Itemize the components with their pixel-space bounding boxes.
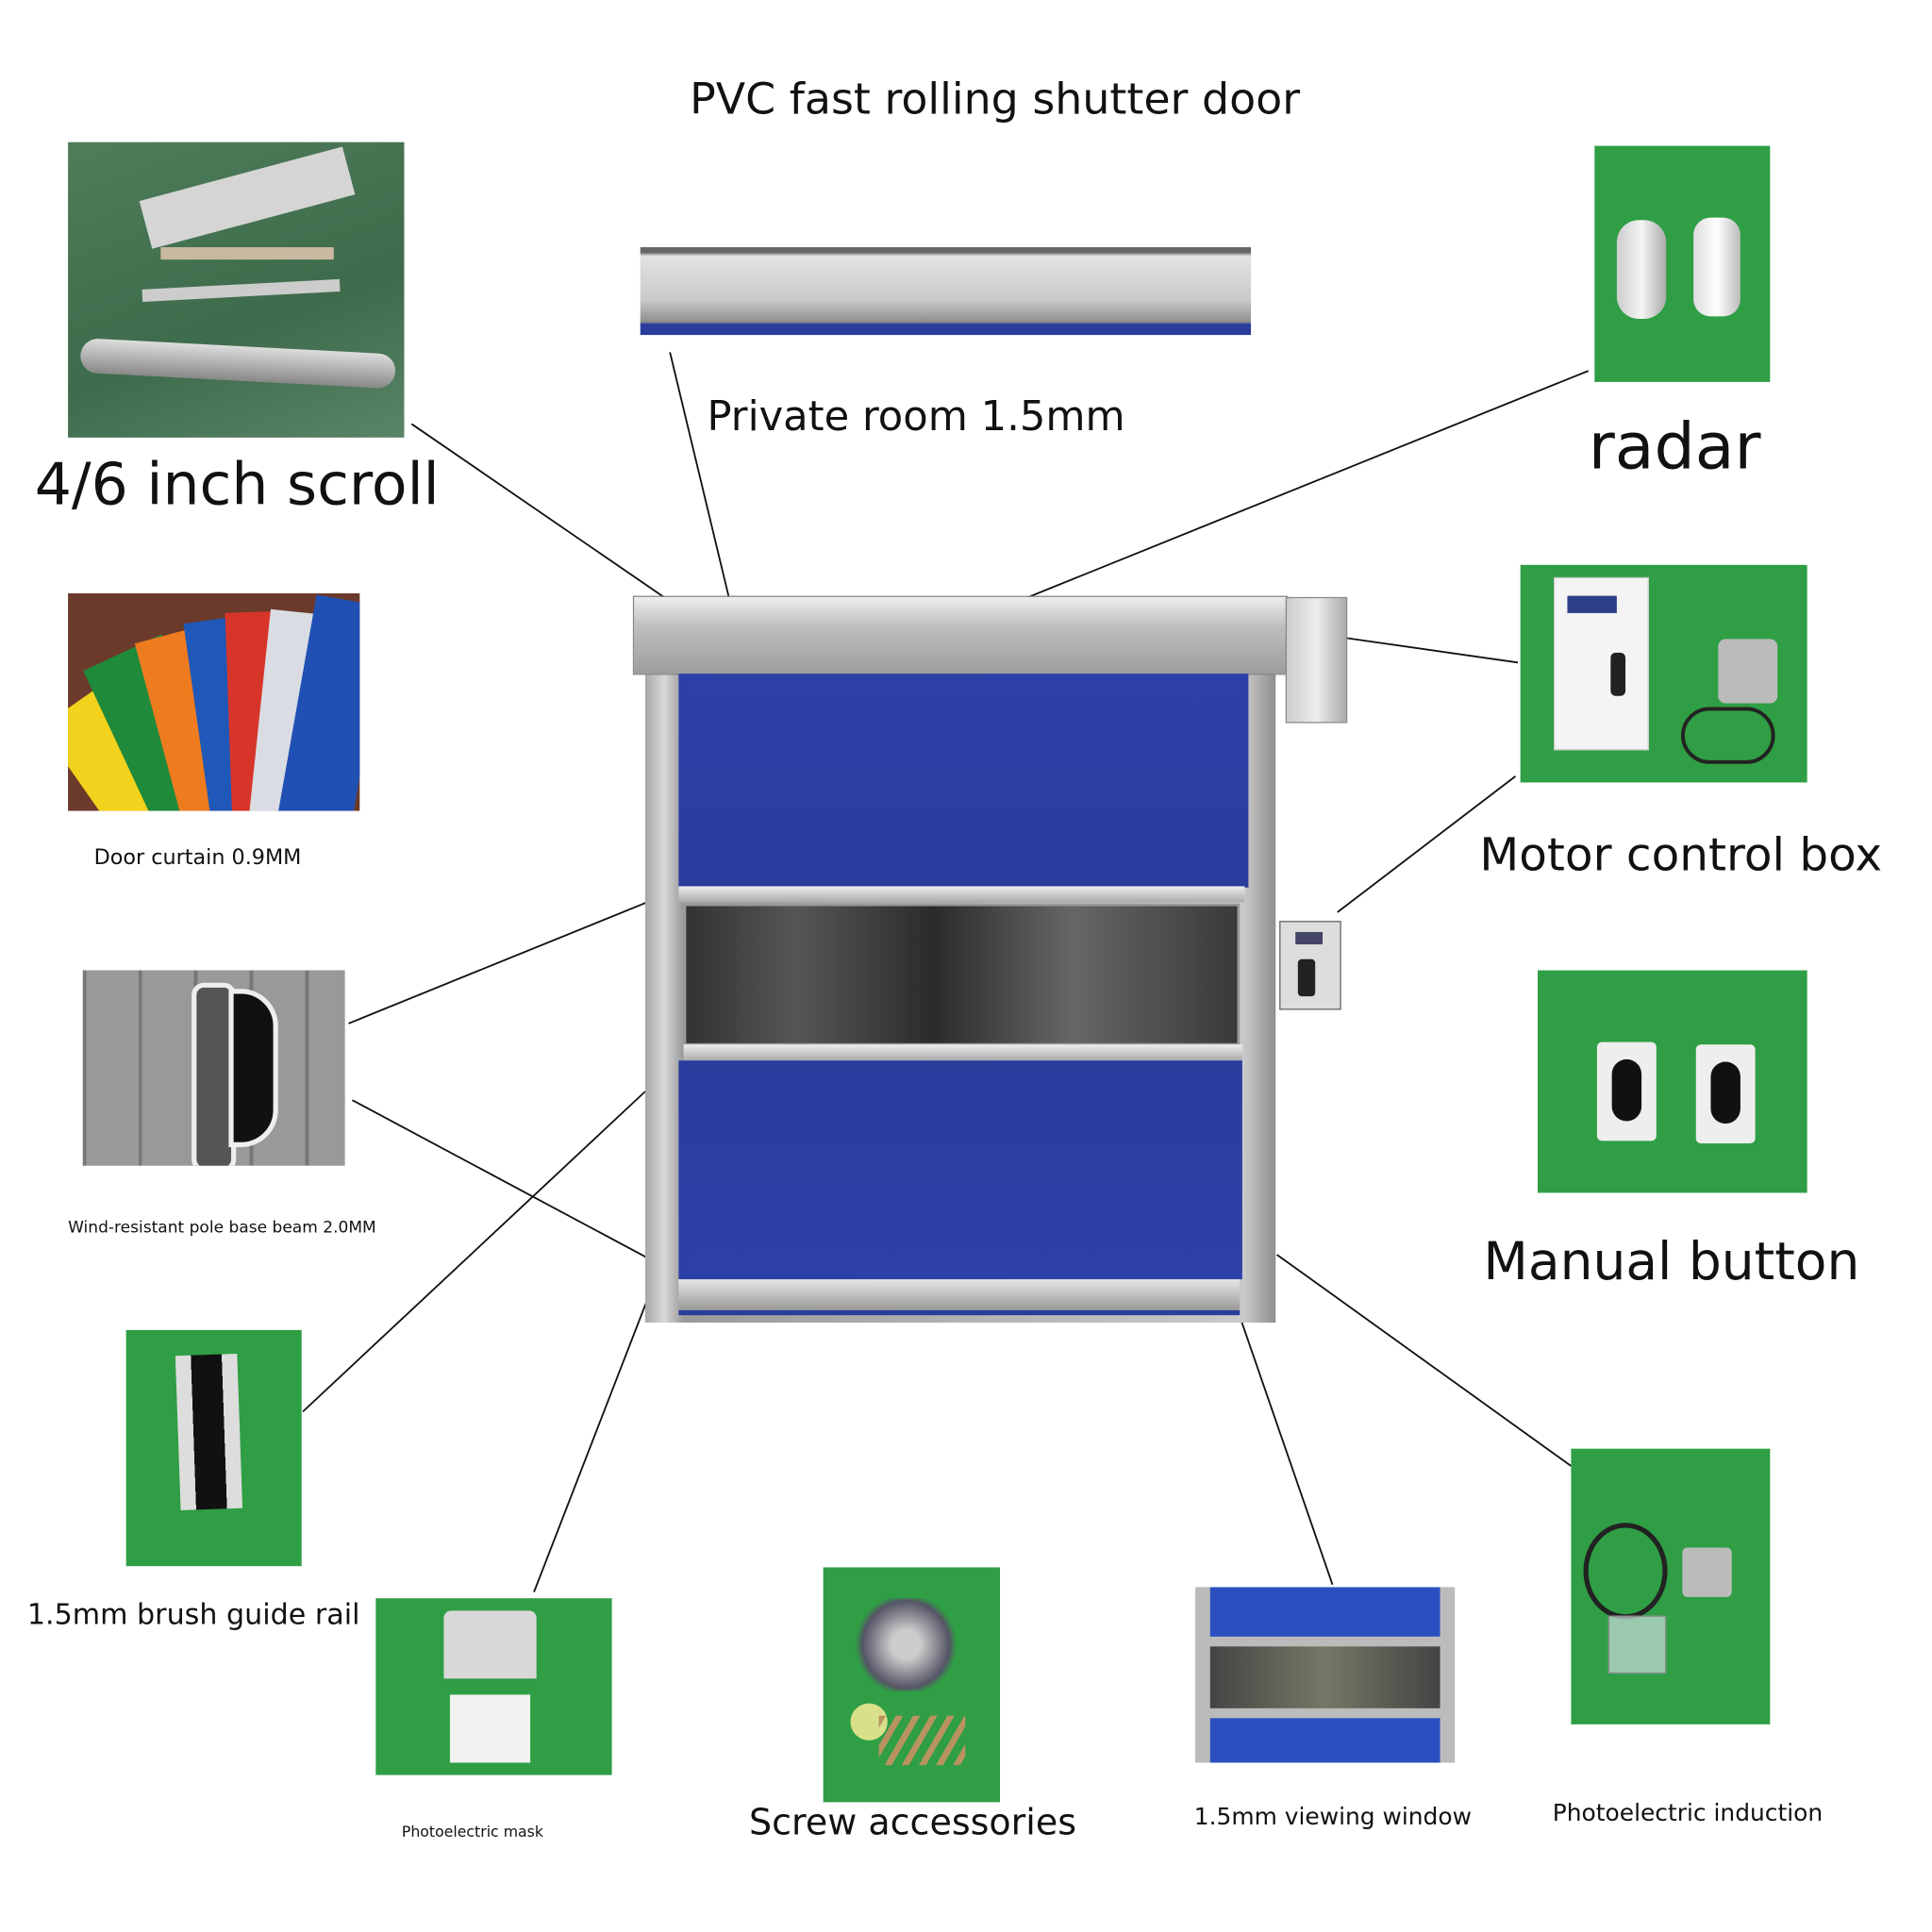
brush-guide-rail-photo <box>125 1329 302 1567</box>
label-screw-accessories: Screw accessories <box>749 1801 1077 1843</box>
motor-control-box-photo <box>1520 564 1807 783</box>
curtain-bar <box>678 886 1245 903</box>
label-wind-pole: Wind-resistant pole base beam 2.0MM <box>68 1218 376 1238</box>
leader-private-room <box>669 352 733 610</box>
wind-pole-photo <box>82 970 345 1166</box>
screw-accessories-photo <box>823 1567 1001 1803</box>
diagram-title: PVC fast rolling shutter door <box>690 75 1301 125</box>
label-motor-control-box: Motor control box <box>1479 827 1883 882</box>
label-scroll: 4/6 inch scroll <box>34 451 440 520</box>
leader-scroll <box>410 423 708 628</box>
radar-photo <box>1594 145 1771 382</box>
door-curtain-photo <box>68 592 360 811</box>
label-door-curtain: Door curtain 0.9MM <box>93 845 302 871</box>
leader-motor-box-a <box>1344 637 1519 664</box>
leader-motor-box-b <box>1337 775 1516 913</box>
label-radar: radar <box>1588 410 1761 485</box>
photoelectric-induction-photo <box>1571 1448 1771 1724</box>
label-manual-button: Manual button <box>1483 1231 1860 1292</box>
scroll-photo <box>68 142 405 438</box>
manual-button-photo <box>1538 970 1807 1193</box>
label-photoelectric-induction: Photoelectric induction <box>1552 1799 1824 1827</box>
viewing-window <box>683 903 1241 1046</box>
private-room-photo <box>640 247 1252 336</box>
viewing-window-photo <box>1195 1587 1456 1763</box>
leader-brush-rail <box>302 1091 646 1413</box>
label-viewing-window: 1.5mm viewing window <box>1193 1803 1472 1831</box>
top-box <box>632 595 1289 675</box>
curtain-upper <box>678 674 1249 888</box>
label-private-room: Private room 1.5mm <box>707 391 1125 441</box>
bottom-beam <box>678 1279 1241 1316</box>
curtain-bar <box>683 1044 1242 1061</box>
door-control-box <box>1279 921 1341 1010</box>
label-brush-guide-rail: 1.5mm brush guide rail <box>26 1599 360 1632</box>
photoelectric-mask-photo <box>375 1598 612 1775</box>
leader-photo-mask <box>533 1273 658 1592</box>
leader-curtain <box>348 889 678 1024</box>
leader-photo-induction <box>1276 1254 1572 1467</box>
curtain-lower <box>678 1060 1242 1280</box>
leader-radar <box>975 370 1590 620</box>
label-photoelectric-mask: Photoelectric mask <box>401 1823 543 1841</box>
motor-housing <box>1285 596 1348 724</box>
